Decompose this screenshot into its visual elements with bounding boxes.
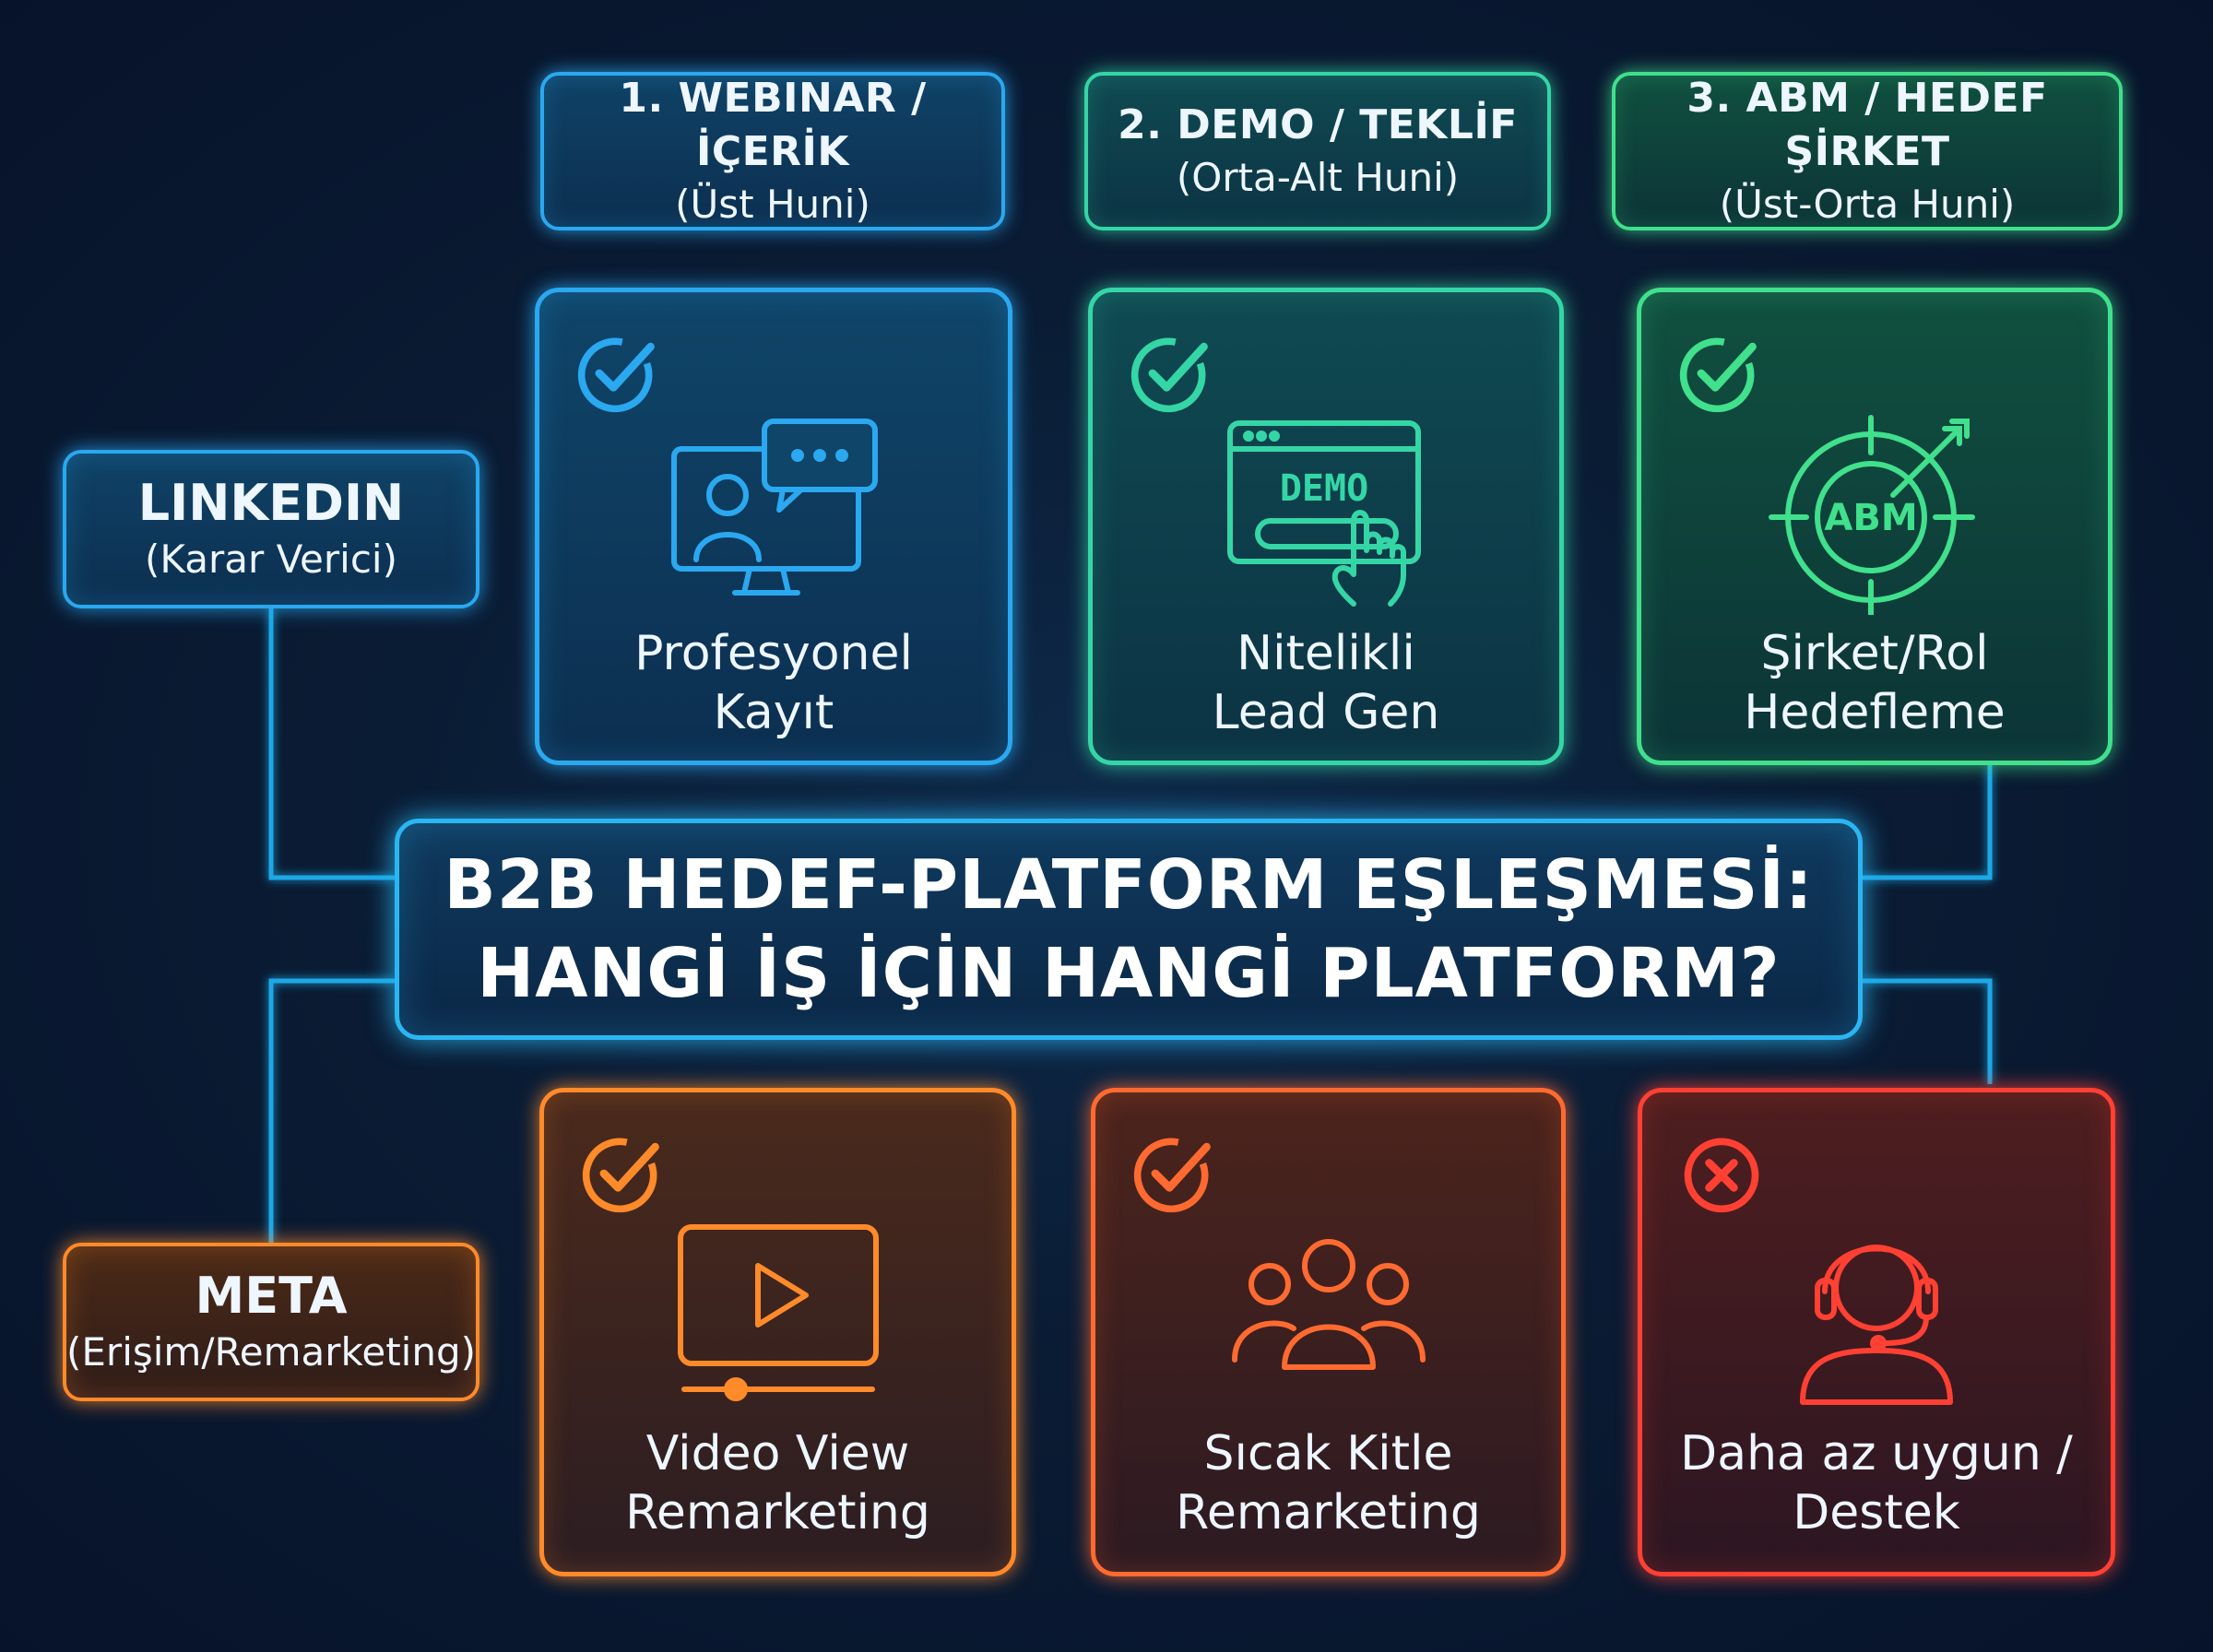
card-line2: Destek — [1793, 1485, 1960, 1540]
check-circle-icon — [582, 1138, 659, 1213]
goal-title: 1. WEBINAR / İÇERİK — [619, 75, 927, 175]
svg-text:DEMO: DEMO — [1280, 467, 1368, 510]
platform-linkedin: LINKEDIN (Karar Verici) — [63, 450, 479, 608]
card-line1: Sıcak Kitle — [1203, 1426, 1453, 1481]
headset-support-icon — [1800, 1245, 1953, 1405]
card-text: Profesyonel Kayıt — [539, 624, 1008, 742]
page-title-line1: B2B HEDEF-PLATFORM EŞLEŞMESİ: — [444, 845, 1814, 925]
check-circle-icon — [1133, 1138, 1211, 1213]
video-play-icon — [677, 1224, 879, 1401]
goal-funnel: (Orta-Alt Huni) — [1176, 155, 1460, 200]
center-title-box: B2B HEDEF-PLATFORM EŞLEŞMESİ: HANGİ İŞ İ… — [395, 819, 1863, 1040]
check-circle-icon — [1679, 337, 1757, 413]
card-company-role-targeting: ABM Şirket/Rol Hedefleme — [1637, 288, 2112, 765]
card-line2: Kayıt — [713, 685, 834, 740]
card-line2: Lead Gen — [1212, 685, 1440, 740]
card-line1: Daha az uygun / — [1680, 1426, 2073, 1481]
platform-name: META — [195, 1267, 348, 1325]
platform-meta: META (Erişim/Remarketing) — [63, 1243, 479, 1401]
card-text: Daha az uygun / Destek — [1642, 1424, 2111, 1542]
goal-funnel: (Üst Huni) — [675, 182, 870, 227]
page-title-line2: HANGİ İŞ İÇİN HANGİ PLATFORM? — [477, 934, 1781, 1013]
card-line2: Hedefleme — [1744, 685, 2006, 740]
goal-label-webinar: 1. WEBINAR / İÇERİK (Üst Huni) — [540, 72, 1005, 230]
platform-name: LINKEDIN — [137, 474, 405, 532]
card-text: Şirket/Rol Hedefleme — [1641, 624, 2108, 742]
webinar-monitor-icon — [671, 419, 878, 596]
card-line1: Nitelikli — [1237, 626, 1415, 681]
card-text: Nitelikli Lead Gen — [1093, 624, 1559, 742]
card-line2: Remarketing — [625, 1485, 930, 1540]
abm-target-icon: ABM — [1769, 415, 1975, 615]
card-line1: Video View — [645, 1426, 910, 1481]
card-line1: Şirket/Rol — [1760, 626, 1989, 681]
card-less-suitable-support: Daha az uygun / Destek — [1638, 1088, 2115, 1576]
goal-title: 2. DEMO / TEKLİF — [1118, 101, 1518, 148]
card-line1: Profesyonel — [634, 626, 913, 681]
card-line2: Remarketing — [1176, 1485, 1481, 1540]
card-warm-audience-remarketing: Sıcak Kitle Remarketing — [1091, 1088, 1566, 1576]
goal-label-abm: 3. ABM / HEDEF ŞİRKET (Üst-Orta Huni) — [1612, 72, 2123, 230]
platform-role: (Karar Verici) — [145, 537, 397, 582]
goal-title: 3. ABM / HEDEF ŞİRKET — [1686, 75, 2048, 175]
cross-circle-icon — [1684, 1138, 1759, 1213]
check-circle-icon — [577, 337, 655, 413]
audience-group-icon — [1231, 1239, 1426, 1370]
platform-role: (Erişim/Remarketing) — [66, 1329, 476, 1375]
goal-funnel: (Üst-Orta Huni) — [1719, 182, 2016, 227]
card-video-view-remarketing: Video View Remarketing — [539, 1088, 1016, 1576]
card-professional-registration: Profesyonel Kayıt — [535, 288, 1012, 765]
svg-text:ABM: ABM — [1824, 497, 1917, 539]
goal-label-demo: 2. DEMO / TEKLİF (Orta-Alt Huni) — [1084, 72, 1551, 230]
check-circle-icon — [1130, 337, 1208, 413]
card-text: Video View Remarketing — [544, 1424, 1012, 1542]
demo-click-icon: DEMO — [1227, 420, 1421, 607]
card-qualified-lead-gen: DEMO Nitelikli Lead Gen — [1088, 288, 1564, 765]
card-text: Sıcak Kitle Remarketing — [1095, 1424, 1561, 1542]
